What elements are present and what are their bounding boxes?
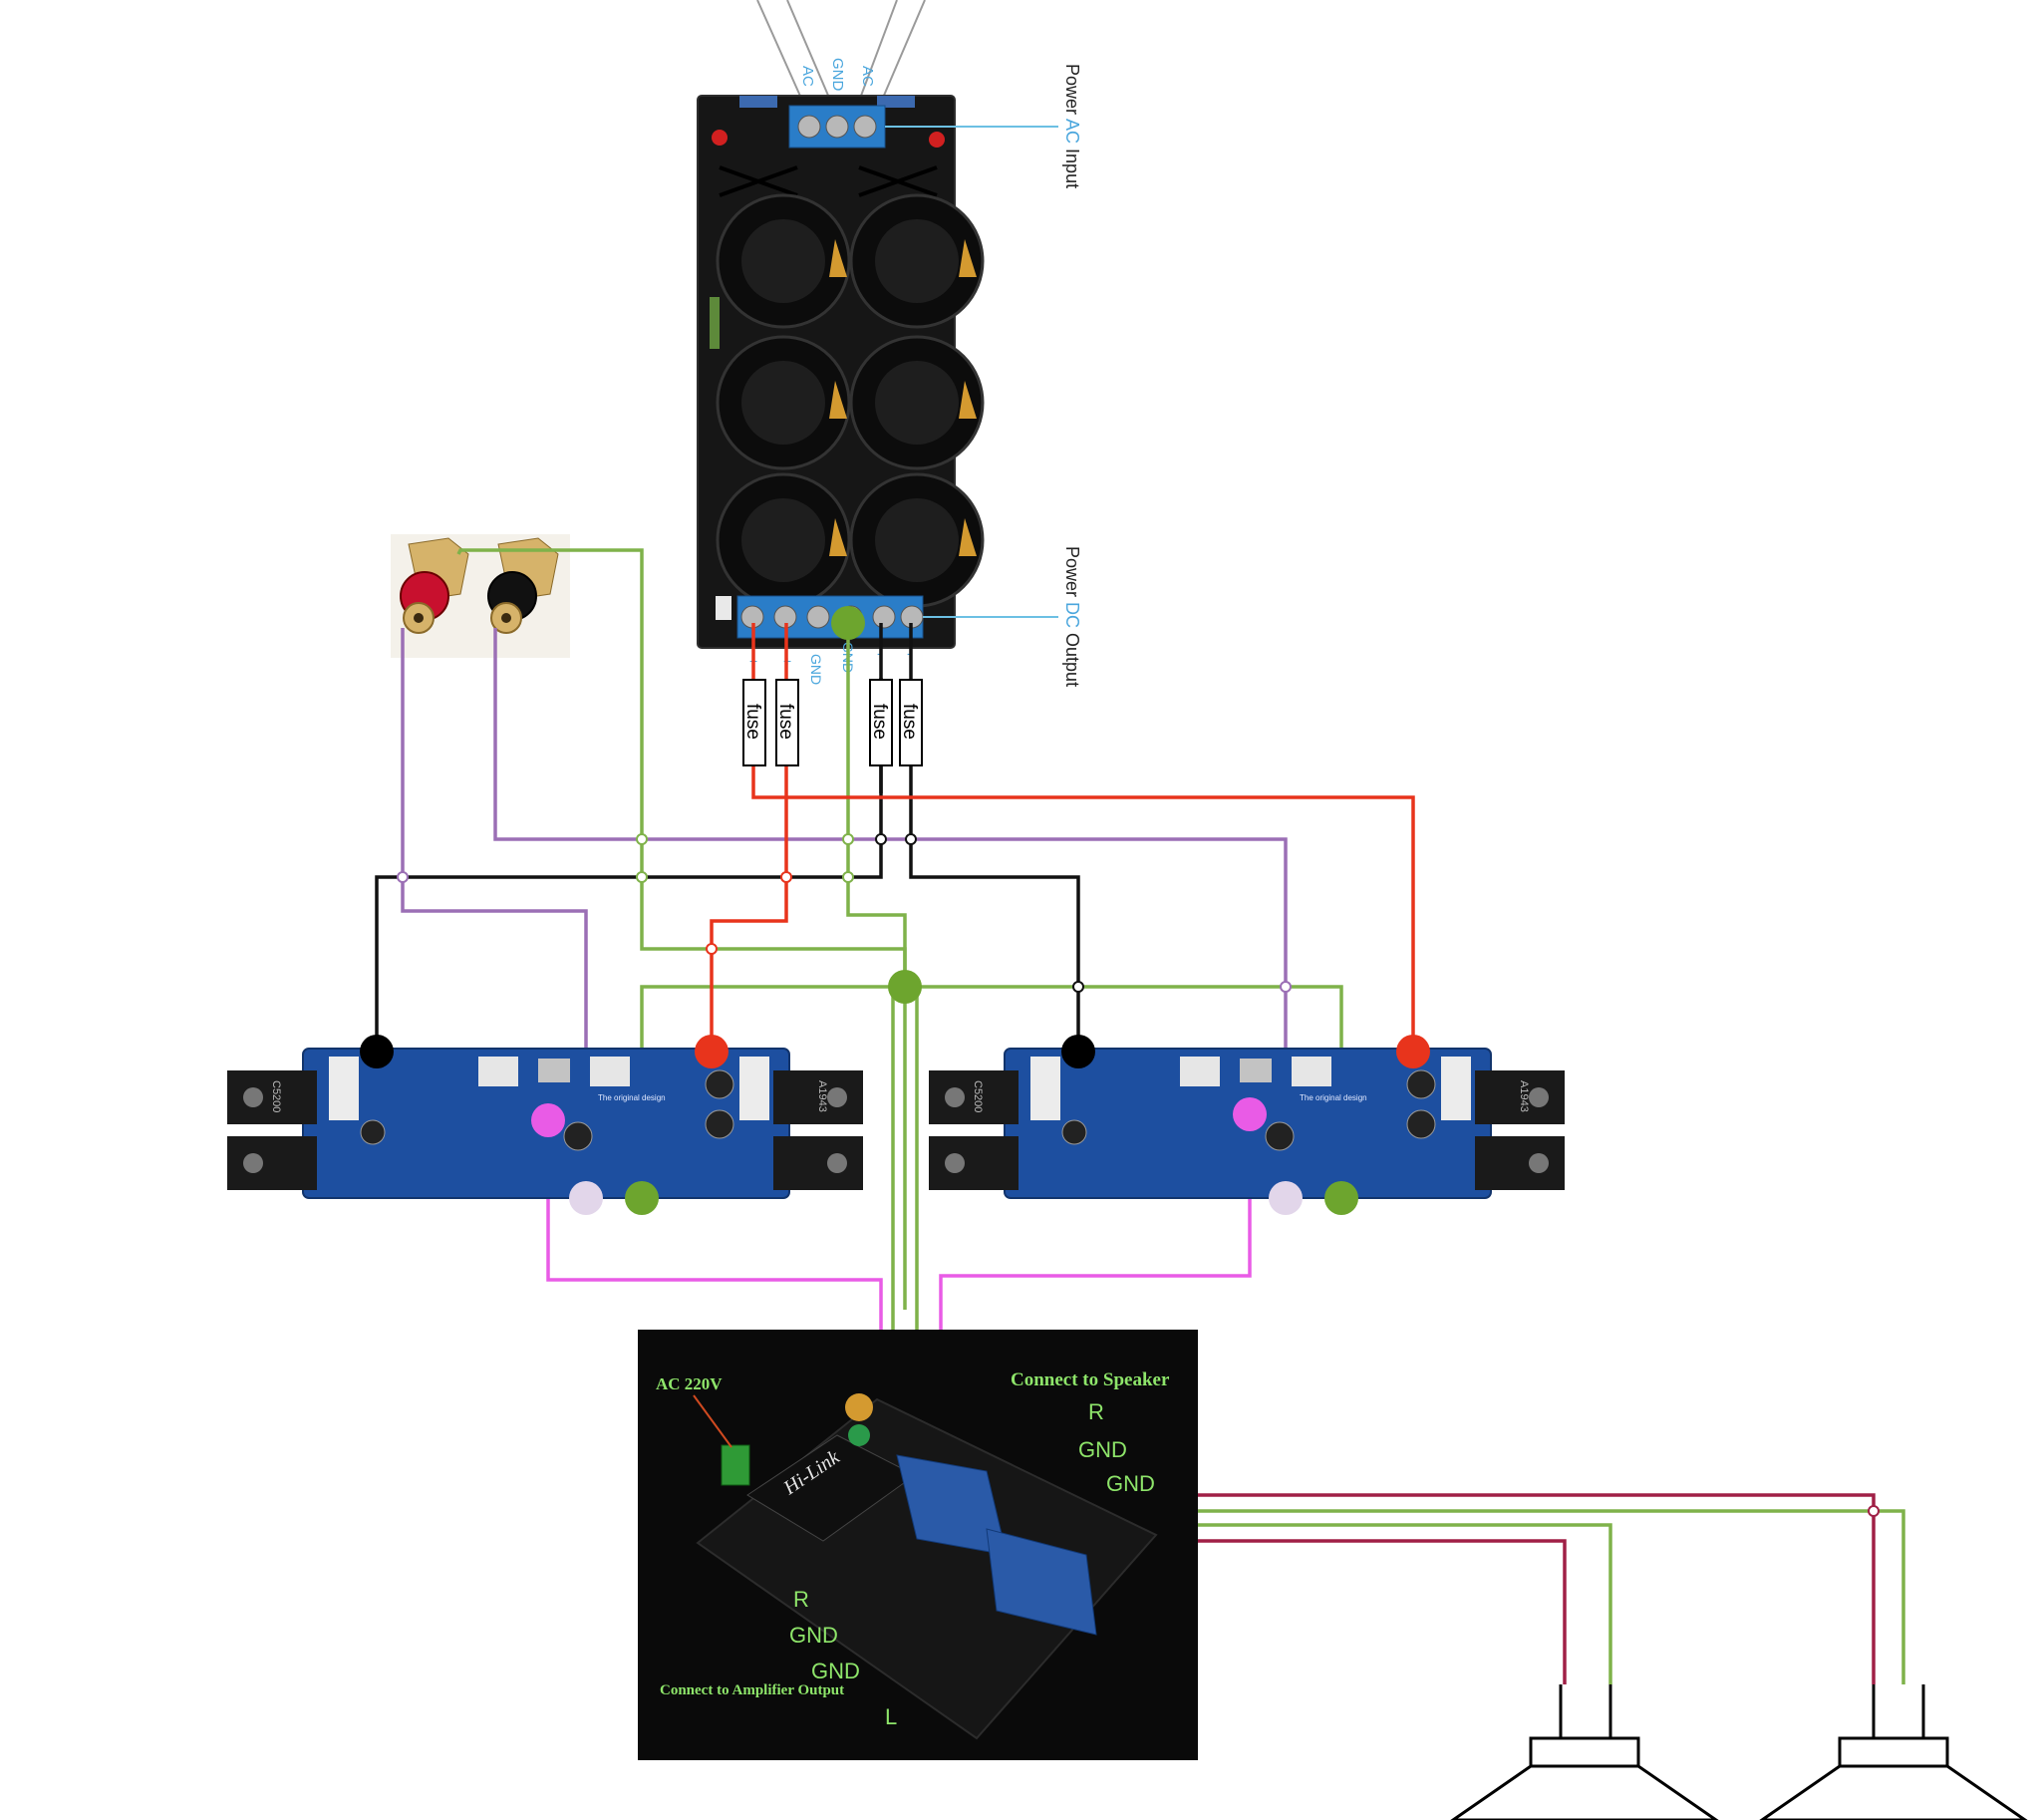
ac-pin-labels: AC GND AC [799,58,876,92]
ac-pin-label: AC [859,66,876,87]
amp-pin-gnd: GND [789,1623,838,1648]
speaker-pin-labels: R GND GND [1078,1399,1155,1496]
ac-callout-pre: Power [1062,64,1082,119]
ground-node [831,606,865,640]
wire-crossovers [397,833,1880,1517]
positive-node [695,1035,729,1068]
dc-callout-pre: Power [1062,546,1082,602]
power-supply-board [697,95,985,649]
transistor-marking: C5200 [972,1080,984,1112]
ac-input-wires [756,0,926,113]
negative-node [1061,1035,1095,1068]
speaker-pin-gnd: GND [1106,1471,1155,1496]
ac-input-callout: Power AC Input [1062,64,1082,188]
fuse-1 [742,679,766,766]
fuse-label: fuse [742,704,763,740]
speaker-protection-panel: Hi-Link [638,1330,1198,1760]
signal-node [569,1181,603,1215]
speaker-pin-gnd: GND [1078,1437,1127,1462]
speaker-right [1759,1684,2028,1820]
board-text: The original design [1300,1093,1367,1102]
amp-pin-r: R [793,1587,809,1612]
dc-output-callout: Power DC Output [1062,546,1082,687]
connect-to-speaker-label: Connect to Speaker [1011,1369,1170,1390]
fuse-4 [899,679,923,766]
ground-node [888,970,922,1004]
ac-pin-label: GND [829,58,846,92]
transistor-marking: C5200 [270,1080,282,1112]
amp-output-node [531,1103,565,1137]
amp-pin-labels: R GND GND L [789,1587,897,1729]
ground-node [625,1181,659,1215]
transistor-marking: A1943 [816,1080,828,1112]
ac-pin-label: AC [799,66,816,87]
dc-pin-label: GND [808,654,824,685]
filter-capacitors [716,193,985,608]
connect-to-amp-output-label: Connect to Amplifier Output [660,1682,844,1698]
signal-node [1269,1181,1303,1215]
fuse-3 [869,679,893,766]
amp-output-node [1233,1097,1267,1131]
fuse-label: fuse [899,704,920,740]
speaker-wires [1040,1493,1876,1684]
amp-pin-l: L [885,1704,897,1729]
ac-callout-post: Input [1062,144,1082,188]
connection-nodes [360,606,1430,1215]
ac-220v-label: AC 220V [656,1374,723,1393]
fuse-label: fuse [869,704,890,740]
fuses: fuse fuse fuse fuse [742,679,923,766]
ac-220-pointer [693,1394,732,1448]
ac-callout-hl: AC [1062,119,1082,144]
rca-input-jacks [391,534,570,658]
speaker-pin-r: R [1088,1399,1104,1424]
dc-callout-post: Output [1062,628,1082,687]
fuse-label: fuse [775,704,796,740]
dc-callout-hl: DC [1062,602,1082,628]
speaker-left [1450,1684,1719,1820]
board-text: The original design [598,1093,666,1102]
transistor-marking: A1943 [1518,1080,1530,1112]
negative-node [360,1035,394,1068]
fuse-2 [775,679,799,766]
positive-node [1396,1035,1430,1068]
amp-pin-gnd: GND [811,1659,860,1683]
ground-node [1324,1181,1358,1215]
